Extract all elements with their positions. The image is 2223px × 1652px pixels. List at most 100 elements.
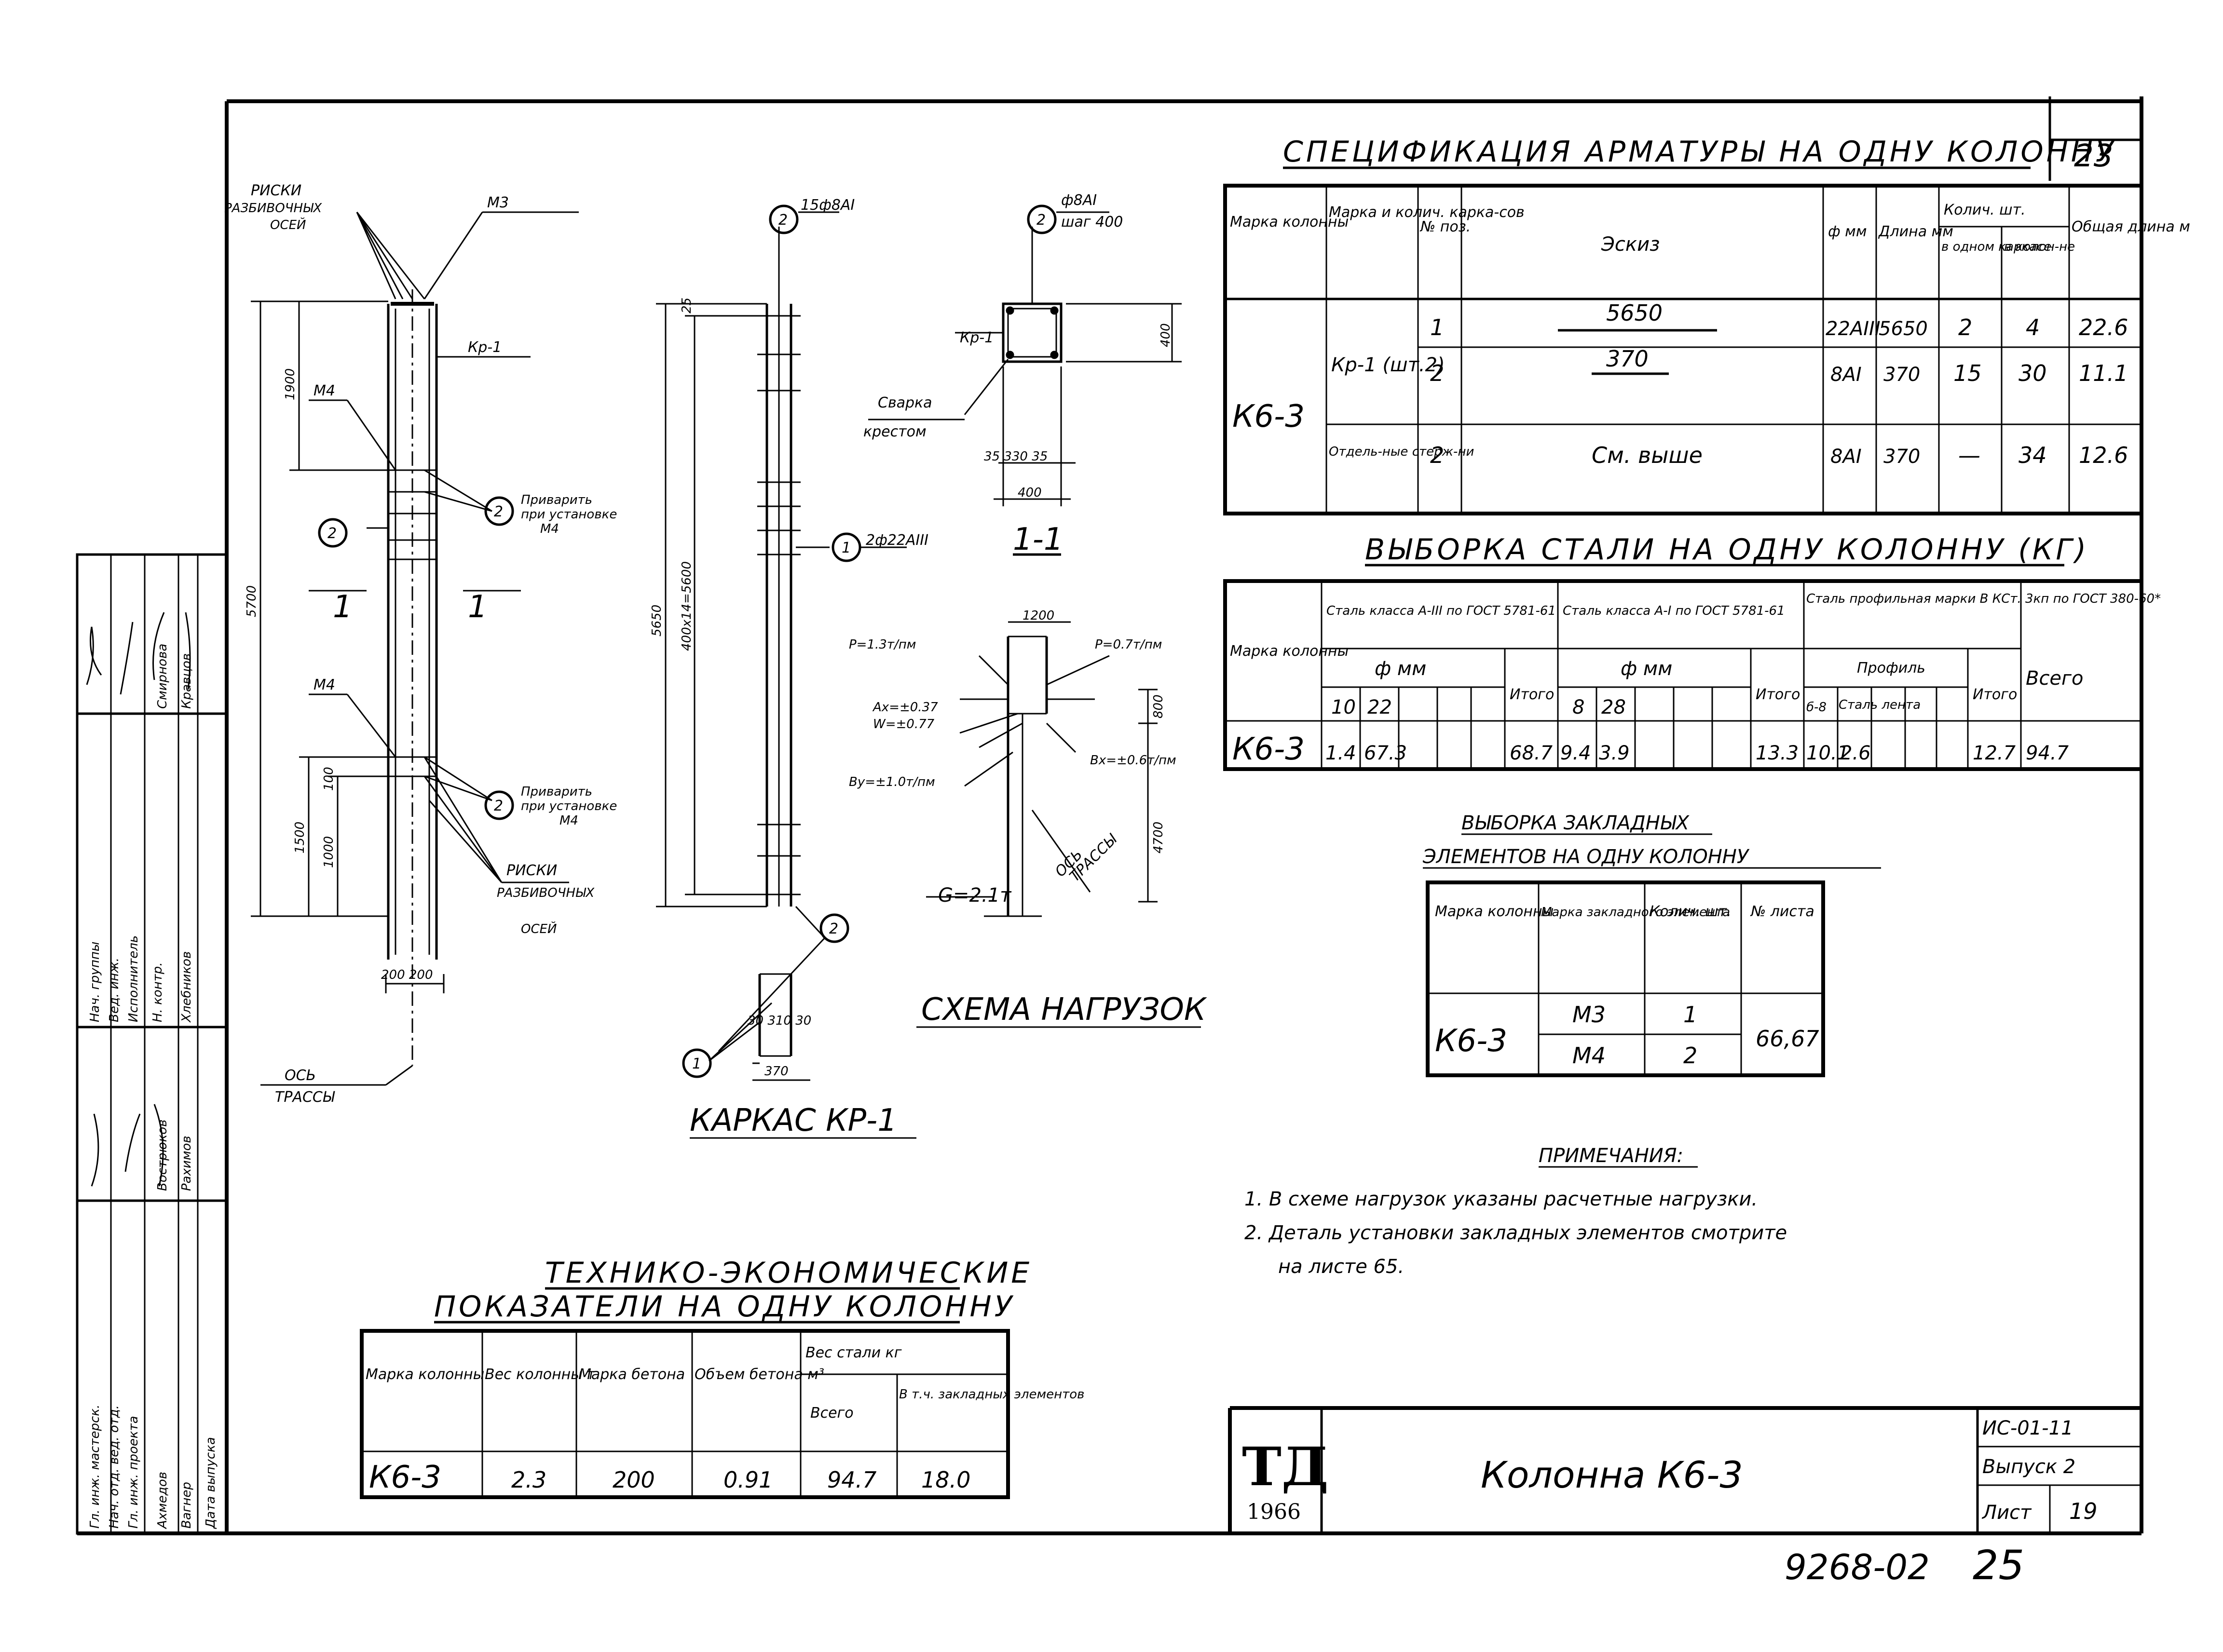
archive-stamp-page: 25 [1973, 1542, 2024, 1589]
col-weld-b-1: Приварить [521, 785, 592, 799]
steel-h-prof2: Сталь лента [1839, 698, 1921, 712]
load-bx: Bx=±0.6т/пм [1090, 753, 1176, 768]
col-pos2-a: 2 [494, 503, 503, 520]
frame-pos2-top-label: 15ф8AI [801, 197, 855, 214]
col-risks-bot-2: РАЗБИВОЧНЫХ [497, 886, 595, 900]
title-block-name: Колонна К6-3 [1481, 1453, 1743, 1496]
steel-h-prof1: б-8 [1806, 700, 1827, 715]
frame-title: КАРКАС КР-1 [690, 1103, 897, 1138]
title-block-series: ИС-01-11 [1982, 1417, 2073, 1439]
steel-row-mark: К6-3 [1232, 731, 1305, 767]
col-section-left: 1 [333, 589, 353, 625]
sidebar-name-4: Рахимов [179, 1136, 194, 1191]
archive-stamp: 9268-02 [1785, 1547, 1930, 1587]
spec-h-total-len: Общая длина м [2072, 218, 2190, 235]
tech-h-volume: Объем бетона м³ [695, 1366, 824, 1383]
spec-mark-value: К6-3 [1232, 399, 1305, 434]
spec-r1-pos: 1 [1430, 314, 1444, 340]
spec-r3-qty-total: 34 [2018, 442, 2047, 468]
spec-r1-total: 22.6 [2079, 314, 2128, 340]
column-elevation [251, 211, 579, 1086]
notes-item-3: на листе 65. [1278, 1256, 1404, 1278]
steel-h-dia-a3: ф мм [1375, 658, 1426, 680]
steel-h-a3: Сталь класса А-III по ГОСТ 5781-61 [1326, 604, 1556, 618]
title-block-issue: Выпуск 2 [1982, 1456, 2075, 1478]
col-dim-100: 100 [322, 767, 336, 791]
steel-h-dia-a1: ф мм [1621, 658, 1672, 680]
col-pos2-b: 2 [327, 525, 337, 542]
steel-h-profile: Профиль [1857, 660, 1925, 677]
embedded-r2-elem: М4 [1572, 1043, 1606, 1069]
steel-row-p-itogo: 12.7 [1973, 742, 2016, 764]
col-risks-top-1: РИСКИ [251, 182, 301, 199]
spec-r2-sketch: 370 [1606, 346, 1649, 372]
section-weld-2: крестом [863, 423, 927, 440]
spec-r2-dia: 8AI [1830, 364, 1862, 386]
steel-h-prof: Сталь профильная марки В КСт. 3кп по ГОС… [1806, 592, 2161, 606]
spec-r3-qty-frame: — [1958, 442, 1980, 468]
load-by: By=±1.0т/пм [849, 775, 935, 789]
embedded-h-mark: Марка колонны [1435, 903, 1554, 920]
col-risks-top-2: РАЗБИВОЧНЫХ [224, 201, 322, 216]
section-1-1-drawing [868, 204, 1182, 556]
col-dim-1000: 1000 [322, 836, 336, 868]
sidebar-role-1: Гл. инж. мастерск. [88, 1405, 102, 1529]
sidebar-role-6: Исполнитель [126, 935, 141, 1022]
spec-h-sketch: Эскиз [1601, 233, 1660, 256]
tech-title-2: ПОКАЗАТЕЛИ НА ОДНУ КОЛОННУ [434, 1290, 1015, 1324]
col-m4-a: М4 [314, 382, 335, 399]
spec-title: СПЕЦИФИКАЦИЯ АРМАТУРЫ НА ОДНУ КОЛОННУ [1283, 135, 2116, 169]
spec-r2-total: 11.1 [2079, 360, 2128, 386]
col-pos2-c: 2 [494, 798, 503, 814]
section-dim-400: 400 [1018, 486, 1042, 500]
steel-h-itogo-prof: Итого [1973, 686, 2017, 703]
tech-h-mark: Марка колонны [366, 1366, 484, 1383]
title-block-sheet-no: 19 [2069, 1498, 2098, 1524]
spec-table-grid [1223, 184, 2143, 515]
tech-table-grid [360, 1329, 1010, 1499]
col-weld-a-3: М4 [540, 522, 559, 536]
sheet-frame [77, 96, 2143, 1535]
sidebar-date-label: Дата выпуска [204, 1437, 218, 1529]
tech-row-weight: 2.3 [511, 1467, 546, 1493]
load-w: W=±0.77 [873, 717, 935, 731]
title-block-logo: ТД [1242, 1435, 1329, 1498]
steel-h-itogo-a1: Итого [1756, 686, 1800, 703]
load-g: G=2.1т [938, 884, 1012, 907]
steel-row-total: 94.7 [2026, 742, 2069, 764]
steel-row-a1-28: 3.9 [1599, 742, 1630, 764]
section-pos2-label-2: шаг 400 [1061, 214, 1123, 230]
col-weld-b-3: М4 [559, 813, 578, 828]
spec-r1-frame: Кр-1 (шт.2) [1331, 354, 1445, 376]
spec-r1-qty-frame: 2 [1958, 314, 1972, 340]
title-block-sheet-label: Лист [1981, 1502, 2032, 1524]
spec-r3-length: 370 [1883, 446, 1920, 468]
sidebar-role-5: Вед. инж. [107, 958, 122, 1022]
frame-bot-370: 370 [764, 1064, 789, 1079]
sidebar-role-3: Гл. инж. проекта [126, 1416, 141, 1529]
sidebar-role-2: Нач. отд. вед. отд. [107, 1405, 122, 1529]
frame-pos2-bottom: 2 [829, 921, 838, 937]
spec-h-qty-total: в колон-не [2004, 240, 2075, 254]
col-weld-a-1: Приварить [521, 493, 592, 507]
embedded-mark: К6-3 [1435, 1023, 1507, 1059]
spec-r3-total: 12.6 [2079, 442, 2128, 468]
section-pos2: 2 [1036, 212, 1046, 229]
tech-row-all: 94.7 [827, 1467, 876, 1493]
title-block-year: 1966 [1247, 1500, 1301, 1524]
col-section-right: 1 [468, 589, 488, 625]
embedded-r1-qty: 1 [1683, 1002, 1697, 1028]
section-pos2-label-1: ф8AI [1061, 192, 1097, 209]
col-dim-1900: 1900 [283, 368, 298, 400]
steel-h-total: Всего [2026, 667, 2084, 690]
embedded-r2-qty: 2 [1683, 1043, 1697, 1069]
load-dim-1200: 1200 [1023, 609, 1054, 623]
load-dim-800: 800 [1151, 694, 1166, 718]
spec-r2-qty-total: 30 [2018, 360, 2047, 386]
load-dim-4700: 4700 [1151, 822, 1166, 853]
spec-r2-pos: 2 [1430, 360, 1444, 386]
section-dim-33: 35 330 35 [984, 449, 1048, 464]
spec-r1-sketch: 5650 [1606, 300, 1663, 326]
spec-h-frame: Марка и колич. карка-сов [1329, 204, 1525, 221]
